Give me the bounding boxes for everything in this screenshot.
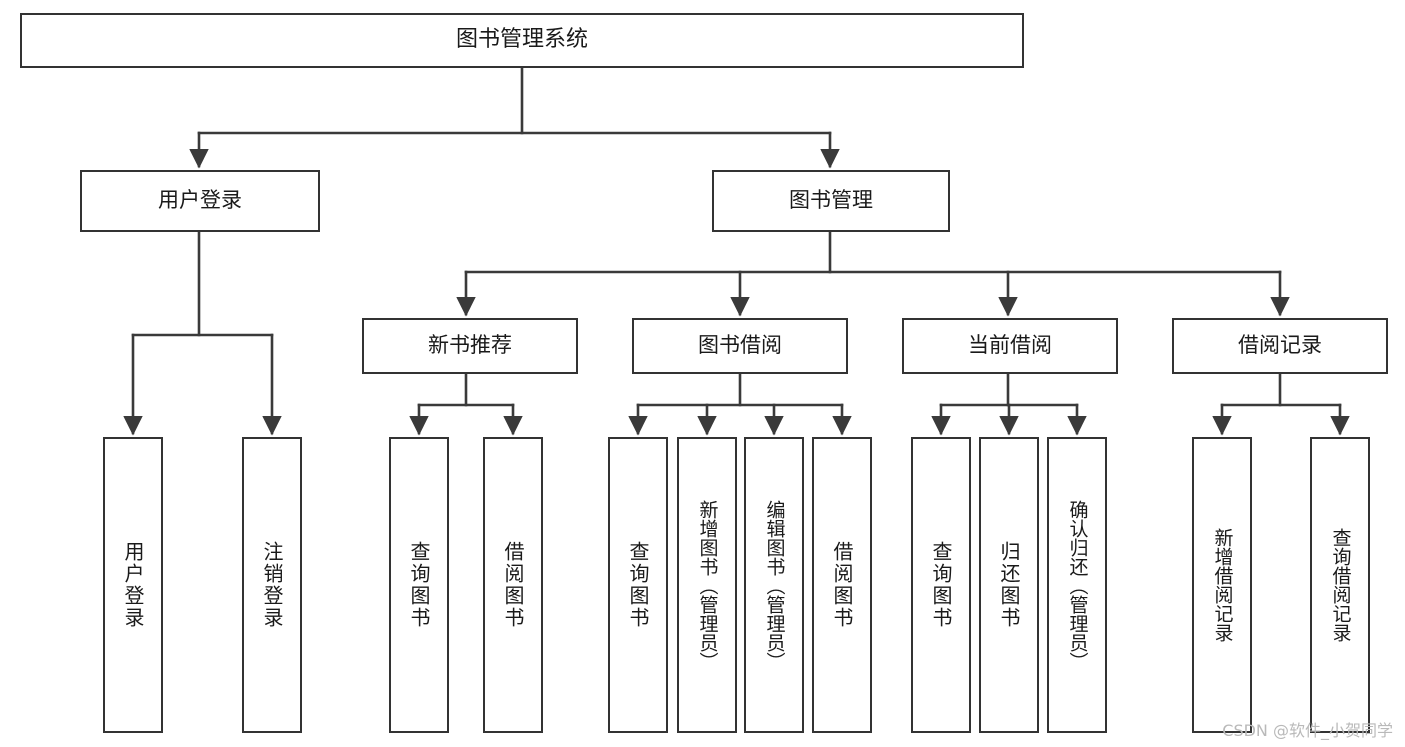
node-leaf-query-book-1-label: 查询图书 (407, 541, 431, 629)
node-leaf-user-login[interactable]: 用户登录 (103, 437, 163, 733)
node-leaf-logout-label: 注销登录 (260, 541, 284, 629)
node-leaf-query-book-3[interactable]: 查询图书 (911, 437, 971, 733)
node-leaf-add-book[interactable]: 新增图书（管理员） (677, 437, 737, 733)
node-borrow-record[interactable]: 借阅记录 (1172, 318, 1388, 374)
node-leaf-user-login-label: 用户登录 (121, 541, 145, 629)
node-root-label: 图书管理系统 (455, 27, 588, 53)
node-root[interactable]: 图书管理系统 (20, 13, 1024, 68)
node-book-borrow-label: 图书借阅 (698, 333, 782, 358)
node-book-manage-label: 图书管理 (789, 188, 873, 213)
node-leaf-borrow-book-2[interactable]: 借阅图书 (812, 437, 872, 733)
node-leaf-edit-book[interactable]: 编辑图书（管理员） (744, 437, 804, 733)
node-book-manage[interactable]: 图书管理 (712, 170, 950, 232)
node-leaf-query-record-label: 查询借阅记录 (1329, 528, 1352, 642)
node-leaf-edit-book-label: 编辑图书（管理员） (763, 499, 786, 671)
node-new-book-rec[interactable]: 新书推荐 (362, 318, 578, 374)
node-leaf-query-record[interactable]: 查询借阅记录 (1310, 437, 1370, 733)
node-leaf-borrow-book-1[interactable]: 借阅图书 (483, 437, 543, 733)
node-borrow-record-label: 借阅记录 (1238, 333, 1322, 358)
node-user-login[interactable]: 用户登录 (80, 170, 320, 232)
node-leaf-add-record-label: 新增借阅记录 (1211, 528, 1234, 642)
node-leaf-confirm-return[interactable]: 确认归还（管理员） (1047, 437, 1107, 733)
node-leaf-query-book-2[interactable]: 查询图书 (608, 437, 668, 733)
node-user-login-label: 用户登录 (158, 188, 242, 213)
node-leaf-query-book-1[interactable]: 查询图书 (389, 437, 449, 733)
node-leaf-return-book-label: 归还图书 (997, 541, 1021, 629)
node-leaf-query-book-2-label: 查询图书 (626, 541, 650, 629)
node-new-book-rec-label: 新书推荐 (428, 333, 512, 358)
node-leaf-borrow-book-1-label: 借阅图书 (501, 541, 525, 629)
node-leaf-add-book-label: 新增图书（管理员） (696, 499, 719, 671)
node-current-borrow-label: 当前借阅 (968, 333, 1052, 358)
csdn-watermark: CSDN @软件_小贺同学 (1222, 721, 1393, 740)
node-leaf-return-book[interactable]: 归还图书 (979, 437, 1039, 733)
node-book-borrow[interactable]: 图书借阅 (632, 318, 848, 374)
node-leaf-logout[interactable]: 注销登录 (242, 437, 302, 733)
node-leaf-borrow-book-2-label: 借阅图书 (830, 541, 854, 629)
node-leaf-query-book-3-label: 查询图书 (929, 541, 953, 629)
node-leaf-confirm-return-label: 确认归还（管理员） (1066, 499, 1089, 671)
node-leaf-add-record[interactable]: 新增借阅记录 (1192, 437, 1252, 733)
node-current-borrow[interactable]: 当前借阅 (902, 318, 1118, 374)
